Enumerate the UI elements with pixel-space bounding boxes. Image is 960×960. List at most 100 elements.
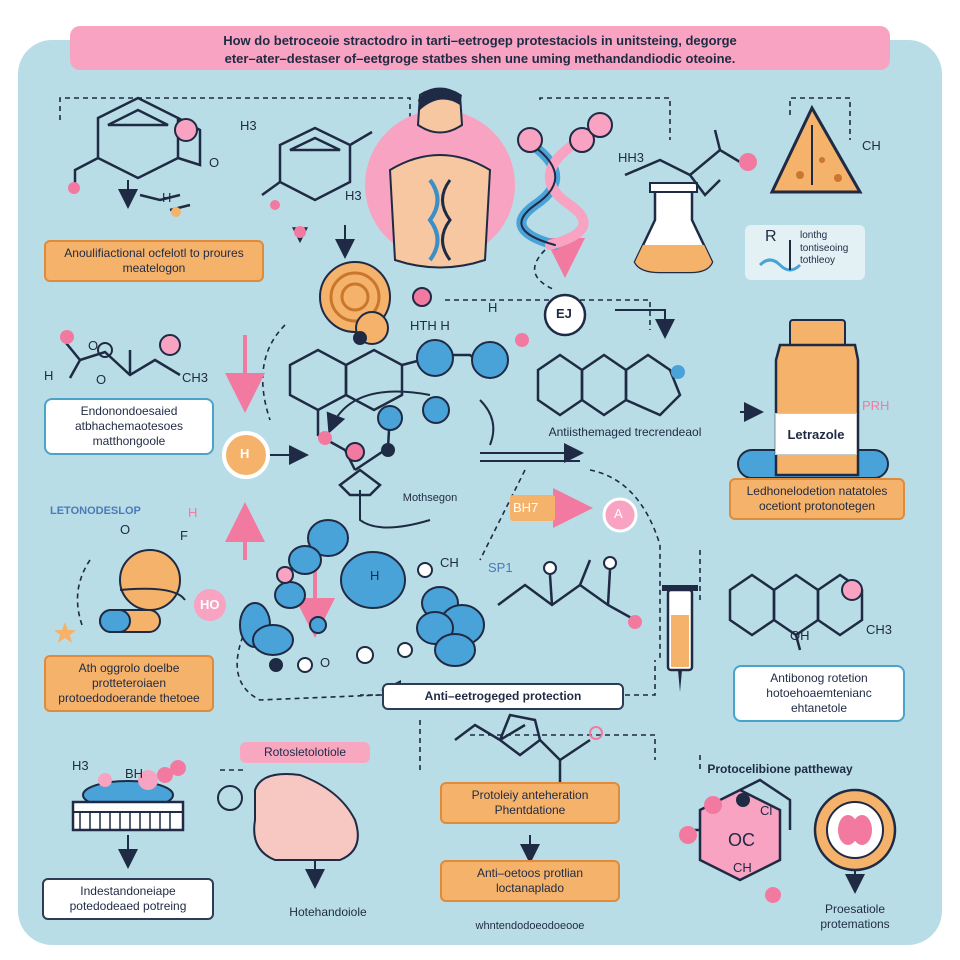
label-antibonogrotetion: Antibonog rotetion hotoehoaemtenianc eht… xyxy=(733,665,905,722)
atom-pink xyxy=(60,330,74,344)
chem-ho: HO xyxy=(200,597,220,612)
chem-o-mid: O xyxy=(96,372,107,387)
label-lonthg: lonthg tontiseoing tothleoy xyxy=(800,230,849,266)
chem-ej: EJ xyxy=(556,306,572,321)
chem-h-letono: H xyxy=(188,505,198,520)
label-whhtendo: whntendodoeodoeooe xyxy=(475,920,585,932)
node-box-bh7 xyxy=(510,495,555,521)
chem-oh-right: OH xyxy=(790,628,810,643)
label-methsegon: Mothsegon xyxy=(402,492,458,504)
foot xyxy=(217,773,359,861)
blue-protein-cluster xyxy=(239,519,485,673)
molecule-bottom-mid xyxy=(454,713,591,785)
label-anoutiftiactional: Anoulifiactional ocfelotl to proures mea… xyxy=(44,240,264,282)
atom-pink xyxy=(159,334,181,356)
chem-hh3: HH3 xyxy=(618,150,645,165)
title-line-2: eter–ater–destaser of–eetgroge statbes s… xyxy=(224,50,736,66)
label-endonondesaied: Endonondoesaied atbhachemaotesoes mattho… xyxy=(44,398,214,455)
syringe xyxy=(662,585,698,692)
chem-h-top-left: H xyxy=(162,190,172,205)
chem-sp1: SP1 xyxy=(488,560,513,575)
label-antiocetoe: Anti–oetoos protlian loctanaplado xyxy=(440,860,620,902)
atom-pink xyxy=(517,127,543,153)
label-antiisthemaged: Antiisthemaged trecrendeaol xyxy=(548,425,702,439)
legend-icon xyxy=(745,225,865,280)
chem-ch-top: CH xyxy=(862,138,881,153)
chem-ch3-left: CH3 xyxy=(182,370,209,385)
molecule-h3 xyxy=(261,126,373,202)
label-protodeiaiahern: Protoleiy anteheration Phentdatione xyxy=(440,782,620,824)
chem-ph-right: PRH xyxy=(862,398,890,413)
atom-ring xyxy=(97,342,113,358)
chem-bh7: BH7 xyxy=(513,500,539,515)
organ-circle xyxy=(813,788,897,872)
diagram-title: How do betroceoie stractodro in tarti–ee… xyxy=(70,26,890,70)
chem-oc-bottom: OC xyxy=(728,830,755,850)
chem-n-circle: H xyxy=(240,446,250,461)
chem-th-h: HTH H xyxy=(410,318,450,333)
chem-ch-bottom: CH xyxy=(733,860,752,875)
atom-pink xyxy=(569,127,595,153)
chem-o-letono: O xyxy=(120,522,131,537)
label-ledhonelo: Ledhonelodetion natatoles ocetiont proto… xyxy=(729,478,905,520)
label-indestandoneiape: Indestandoneiape potedodeaed potreing xyxy=(42,878,214,920)
atom-ring xyxy=(543,561,557,575)
node-circle-ho xyxy=(194,589,226,621)
dna-helix xyxy=(516,135,589,250)
chem-f-letono: F xyxy=(180,528,188,543)
chem-o-small: O xyxy=(320,655,331,670)
chem-a: A xyxy=(614,506,623,521)
chem-h-mid: H xyxy=(488,300,498,315)
label-proesatiole: Proesatiole protemations xyxy=(820,902,890,931)
atom-pink xyxy=(841,579,863,601)
tray xyxy=(71,760,186,832)
chem-r-right: R xyxy=(765,228,777,245)
node-circle-ej xyxy=(543,293,587,337)
label-anthoggeroie: Ath oggrolo doelbe protteteroiaen protoe… xyxy=(44,655,214,712)
solid-arrows xyxy=(118,180,865,894)
node-circle-a xyxy=(602,497,638,533)
pink-arrows xyxy=(225,238,593,638)
pill xyxy=(54,549,186,643)
atom-pink xyxy=(739,153,757,171)
atom-pink xyxy=(294,226,306,238)
label-protocelione: Protocelibione pattheway xyxy=(707,762,853,776)
molecule-flask-chain xyxy=(624,129,746,197)
atom-pink xyxy=(412,287,432,307)
chem-h3-bottom: H3 xyxy=(72,758,89,773)
label-letonodeslop: LETONODESLOP xyxy=(50,505,141,517)
chem-h-small: H xyxy=(370,568,380,583)
atom-pink xyxy=(174,118,198,142)
atom-ring xyxy=(589,726,603,740)
atom-pink xyxy=(68,182,80,194)
atom-pink xyxy=(587,112,613,138)
chem-o-left: O xyxy=(88,338,99,353)
atom-pink xyxy=(628,615,642,629)
chem-h3-a: H3 xyxy=(240,118,257,133)
atom-ring xyxy=(603,556,617,570)
triangle-vessel xyxy=(769,104,863,194)
molecule-top-left xyxy=(73,96,202,212)
chem-ch-mid: CH xyxy=(440,555,459,570)
label-hoteohandolole: Hotehandoiole xyxy=(289,905,367,919)
chem-ch3-right: CH3 xyxy=(866,622,893,637)
atom-blue xyxy=(671,365,685,379)
node-circle-orange xyxy=(222,431,270,479)
flask xyxy=(633,182,714,274)
molecule-left-chain xyxy=(61,337,181,379)
atom-pink xyxy=(270,200,280,210)
label-rotosletole: Rotosletolotiole xyxy=(240,742,370,763)
molecule-naphthalene xyxy=(536,353,682,417)
molecule-bottom-right xyxy=(679,778,792,903)
label-antietrogeed: Anti–eetrogeged protection xyxy=(382,683,624,710)
chem-h-left: H xyxy=(44,368,54,383)
vial-label-letrazole: Letrazole xyxy=(775,413,857,455)
hormone-swirl xyxy=(319,261,391,345)
chem-h3-b: H3 xyxy=(345,188,362,203)
chem-cl-bottom: Cl xyxy=(760,803,773,818)
atom-orange xyxy=(171,207,181,217)
blue-atoms-central xyxy=(318,331,529,462)
chem-bh-bottom: BH xyxy=(125,766,144,781)
